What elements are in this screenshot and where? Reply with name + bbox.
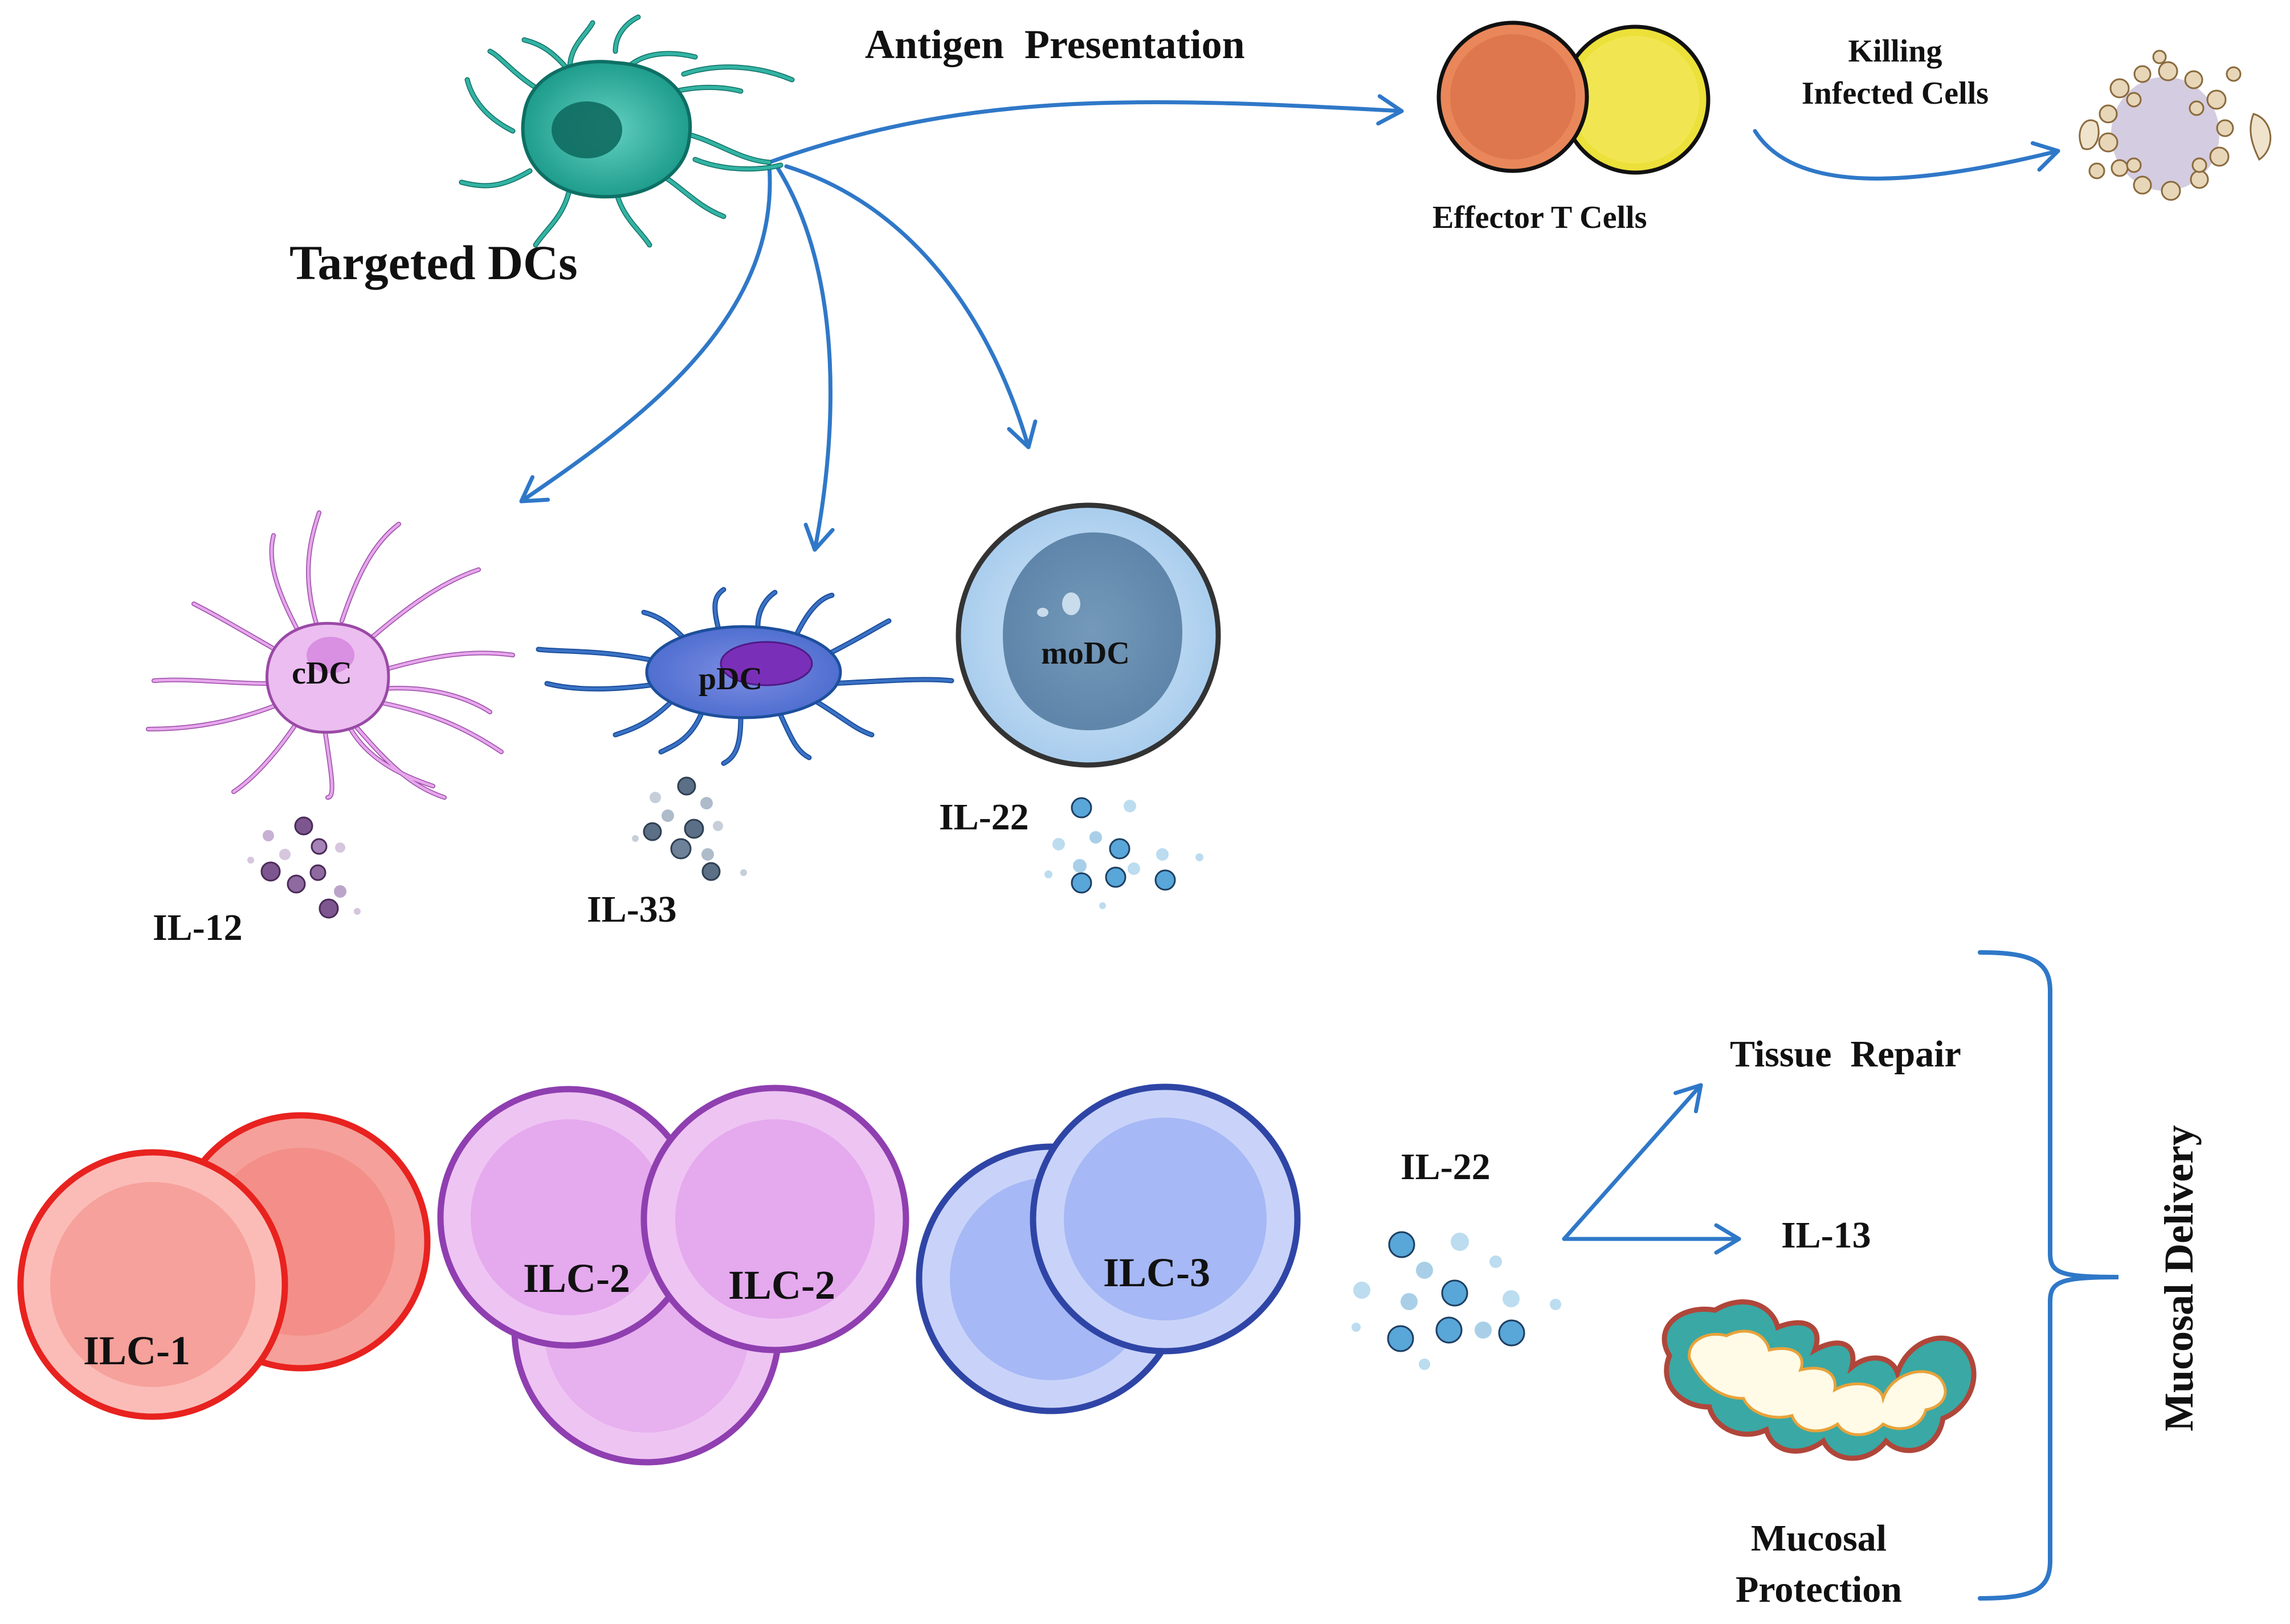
arrow-to-pdc <box>775 166 835 552</box>
label-ilc1: ILC-1 <box>83 1328 190 1373</box>
dendritic-cell-icon <box>459 14 795 248</box>
label-mucosal-protection-line2: Protection <box>1736 1569 1902 1610</box>
label-il12: IL-12 <box>153 907 243 948</box>
cytokine-dots-il33 <box>632 776 747 881</box>
ilc3-cells <box>916 1083 1301 1414</box>
arrow-to-cdc <box>519 163 772 504</box>
arrow-antigen-presentation <box>767 94 1404 165</box>
cytokine-dots-il12 <box>247 816 361 919</box>
t-cell-pair-icon <box>1436 21 1711 175</box>
label-antigen-presentation: Antigen Presentation <box>865 22 1245 67</box>
label-effector-t-cells: Effector T Cells <box>1432 200 1647 235</box>
arrows <box>519 94 2060 1255</box>
mucosal-tissue-icon <box>1662 1299 1977 1461</box>
label-pdc: pDC <box>699 661 762 697</box>
ilc2-cells <box>437 1085 909 1466</box>
label-modc: moDC <box>1041 636 1130 671</box>
label-mucosal-protection-line1: Mucosal <box>1751 1517 1887 1559</box>
label-tissue-repair: Tissue Repair <box>1730 1033 1961 1075</box>
arrow-killing <box>1753 129 2060 181</box>
label-killing-line1: Killing <box>1848 34 1942 69</box>
label-targeted-dcs: Targeted DCs <box>289 235 578 290</box>
label-killing-line2: Infected Cells <box>1802 76 1989 111</box>
ilc1-cells <box>17 1112 431 1420</box>
lysed-cell-icon <box>2079 50 2272 201</box>
monocyte-derived-dc-icon <box>956 502 1221 768</box>
label-cdc: cDC <box>292 656 352 691</box>
mucosal-delivery-bracket <box>1978 950 2119 1601</box>
label-mucosal-delivery: Mucosal Delivery <box>2156 1125 2202 1431</box>
arrow-to-modc <box>784 164 1038 449</box>
label-ilc2-a: ILC-2 <box>523 1255 630 1301</box>
label-il33: IL-33 <box>587 889 677 930</box>
label-il13: IL-13 <box>1781 1214 1871 1256</box>
label-ilc3: ILC-3 <box>1103 1250 1210 1295</box>
label-il22-ilc: IL-22 <box>1401 1146 1491 1188</box>
label-il22-dc: IL-22 <box>939 796 1029 838</box>
plasmacytoid-dc-icon <box>536 587 954 766</box>
cytokine-dots-il22-dc <box>1044 797 1203 909</box>
arrow-tissue-repair <box>1562 1083 1703 1241</box>
label-ilc2-b: ILC-2 <box>728 1262 835 1308</box>
conventional-dc-icon <box>146 510 515 800</box>
cytokine-dots-il22-ilc <box>1352 1231 1561 1370</box>
